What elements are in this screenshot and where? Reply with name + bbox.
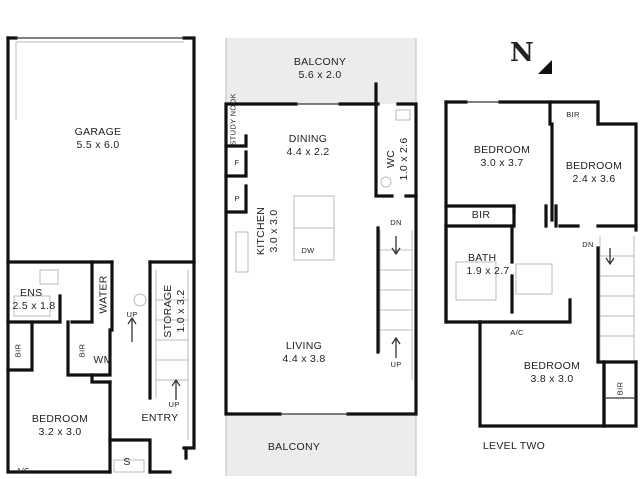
north-arrow-icon	[538, 60, 552, 74]
ac-label-level-two: A/C	[510, 328, 524, 337]
water-label: WATER	[97, 275, 110, 314]
study-nook-label: STUDY NOOK	[228, 93, 238, 146]
up-label-main: UP	[390, 360, 402, 369]
level-two-caption: LEVEL TWO	[482, 440, 546, 452]
level-main-walls	[224, 38, 418, 476]
dn-label-main: DN	[390, 218, 402, 227]
north-compass: N	[510, 38, 552, 74]
dw-label: DW	[301, 246, 315, 255]
level-two-walls	[444, 100, 638, 428]
bir-mid-label: BIR	[77, 343, 87, 358]
level-one-walls	[6, 36, 196, 474]
entry-label: ENTRY	[141, 412, 179, 424]
wm-label: WM	[93, 354, 113, 366]
up-label-entry: UP	[168, 400, 180, 409]
up-label-level-one: UP	[126, 310, 138, 319]
bir-right-label: BIR	[615, 381, 625, 396]
p-label: P	[234, 194, 240, 203]
bir-left-label: BIR	[13, 343, 23, 358]
ac-label-level-one: A/C	[16, 466, 30, 475]
balcony-bottom-label: BALCONY	[267, 441, 321, 453]
s-label: S	[123, 456, 131, 468]
bir-mid-level-two-label: BIR	[471, 209, 491, 221]
bir-top-label: BIR	[566, 110, 580, 119]
f-label: F	[234, 158, 240, 167]
dn-label-level-two: DN	[582, 240, 594, 249]
